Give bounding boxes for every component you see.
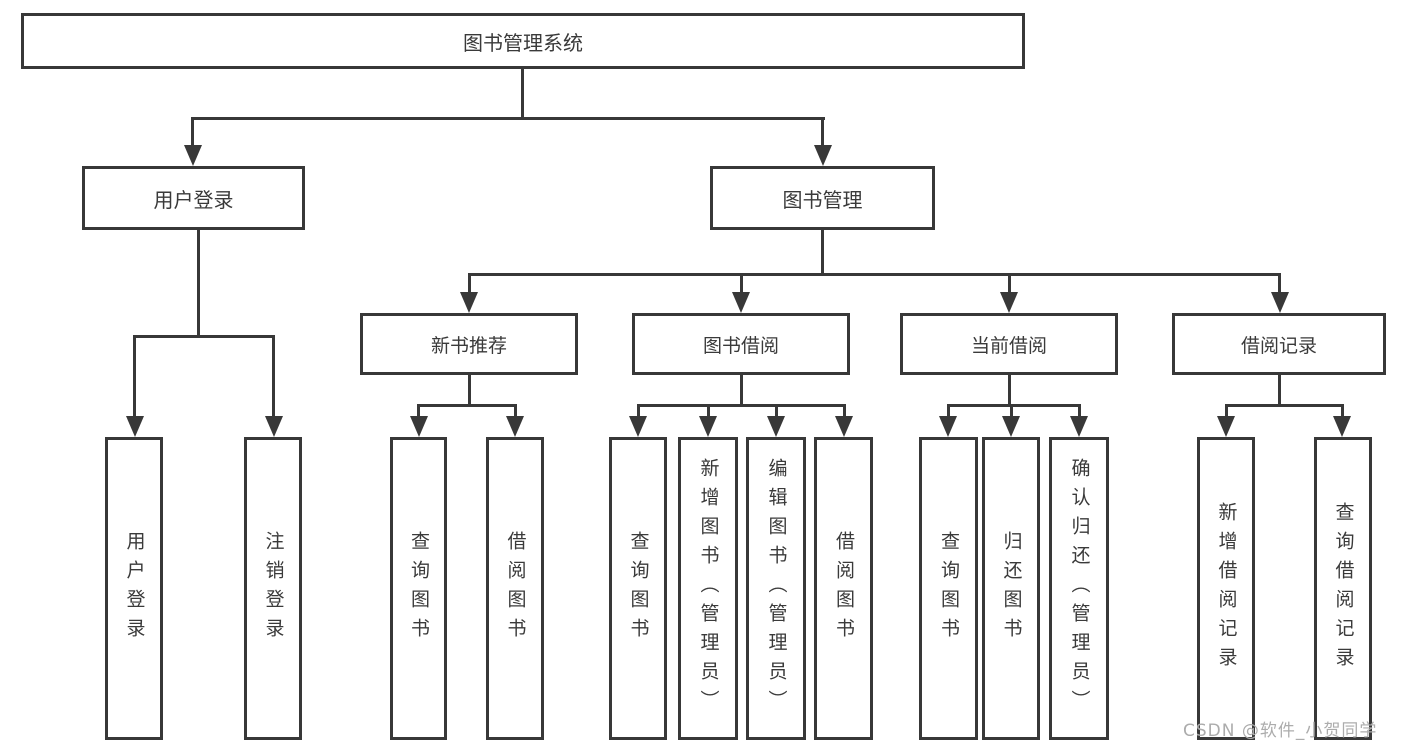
connector-line — [468, 273, 1281, 276]
node-new-book-recommendation: 新书推荐 — [360, 313, 578, 375]
connector-line — [521, 68, 524, 117]
node-current-borrowing: 当前借阅 — [900, 313, 1118, 375]
node-label: 查询图书 — [627, 530, 650, 647]
arrow-down-icon — [732, 292, 750, 313]
connector-line — [1008, 375, 1011, 405]
connector-line — [1008, 273, 1011, 295]
connector-line — [197, 230, 200, 338]
connector-line — [133, 335, 275, 338]
connector-line — [821, 230, 824, 273]
node-label: 借阅图书 — [833, 530, 855, 647]
node-label: 查询图书 — [408, 530, 430, 647]
connector-line — [1225, 404, 1228, 420]
arrow-down-icon — [184, 145, 202, 166]
arrow-down-icon — [1217, 416, 1235, 437]
arrow-down-icon — [699, 416, 717, 437]
csdn-watermark: CSDN @软件_小贺同学 — [1183, 721, 1378, 741]
node-label: 借阅记录 — [1240, 334, 1317, 357]
leaf-logout: 注销登录 — [244, 437, 302, 740]
leaf-borrow-books-recommend: 借阅图书 — [486, 437, 544, 740]
leaf-confirm-return-admin: 确认归还（管理员） — [1049, 437, 1109, 740]
arrow-down-icon — [265, 416, 283, 437]
arrow-down-icon — [126, 416, 144, 437]
connector-line — [637, 404, 846, 407]
arrow-down-icon — [814, 145, 832, 166]
leaf-user-login: 用户登录 — [105, 437, 163, 740]
arrow-down-icon — [1070, 416, 1088, 437]
node-label: 用户登录 — [123, 530, 146, 647]
leaf-query-books-recommend: 查询图书 — [390, 437, 447, 740]
leaf-add-book-admin: 新增图书（管理员） — [678, 437, 738, 740]
node-label: 查询图书 — [938, 530, 960, 647]
arrow-down-icon — [460, 292, 478, 313]
connector-line — [1225, 404, 1344, 407]
connector-line — [707, 404, 710, 420]
leaf-query-books-borrowing: 查询图书 — [609, 437, 667, 740]
node-label: 归还图书 — [1000, 530, 1023, 647]
connector-line — [191, 117, 194, 148]
arrow-down-icon — [1000, 292, 1018, 313]
connector-line — [947, 404, 1081, 407]
node-label: 查询借阅记录 — [1332, 501, 1355, 676]
node-label: 确认归还（管理员） — [1068, 458, 1091, 719]
arrow-down-icon — [410, 416, 428, 437]
node-book-management: 图书管理 — [710, 166, 935, 230]
node-label: 图书管理系统 — [463, 30, 583, 55]
leaf-borrow-books: 借阅图书 — [814, 437, 873, 740]
leaf-query-borrow-record: 查询借阅记录 — [1314, 437, 1372, 740]
connector-line — [1341, 404, 1344, 420]
arrow-down-icon — [629, 416, 647, 437]
connector-line — [1078, 404, 1081, 420]
connector-line — [775, 404, 778, 420]
connector-line — [740, 273, 743, 295]
connector-line — [272, 335, 275, 418]
node-book-borrowing: 图书借阅 — [632, 313, 850, 375]
leaf-edit-book-admin: 编辑图书（管理员） — [746, 437, 806, 740]
node-label: 借阅图书 — [504, 530, 527, 647]
connector-line — [1010, 404, 1013, 420]
arrow-down-icon — [1002, 416, 1020, 437]
node-label: 图书借阅 — [702, 334, 779, 357]
connector-line — [191, 117, 825, 120]
node-label: 图书管理 — [782, 187, 863, 212]
leaf-return-books: 归还图书 — [982, 437, 1040, 740]
arrow-down-icon — [1271, 292, 1289, 313]
connector-line — [468, 273, 471, 295]
node-label: 编辑图书（管理员） — [765, 458, 788, 719]
arrow-down-icon — [1333, 416, 1351, 437]
connector-line — [133, 335, 136, 418]
node-label: 新书推荐 — [430, 334, 507, 357]
connector-line — [1278, 273, 1281, 295]
connector-line — [947, 404, 950, 420]
connector-line — [1278, 375, 1281, 405]
connector-line — [514, 404, 517, 420]
arrow-down-icon — [835, 416, 853, 437]
connector-line — [821, 117, 824, 148]
leaf-add-borrow-record: 新增借阅记录 — [1197, 437, 1255, 740]
node-label: 新增图书（管理员） — [697, 458, 720, 719]
arrow-down-icon — [939, 416, 957, 437]
node-label: 用户登录 — [153, 187, 234, 212]
connector-line — [740, 375, 743, 405]
arrow-down-icon — [506, 416, 524, 437]
connector-line — [843, 404, 846, 420]
connector-line — [417, 404, 517, 407]
node-library-management-system: 图书管理系统 — [21, 13, 1025, 69]
node-user-login: 用户登录 — [82, 166, 305, 230]
connector-line — [637, 404, 640, 420]
node-label: 新增借阅记录 — [1215, 501, 1238, 676]
connector-line — [468, 375, 471, 405]
node-label: 当前借阅 — [970, 334, 1047, 357]
node-label: 注销登录 — [262, 530, 285, 647]
node-borrowing-records: 借阅记录 — [1172, 313, 1386, 375]
arrow-down-icon — [767, 416, 785, 437]
leaf-query-books-current: 查询图书 — [919, 437, 978, 740]
connector-line — [417, 404, 420, 420]
